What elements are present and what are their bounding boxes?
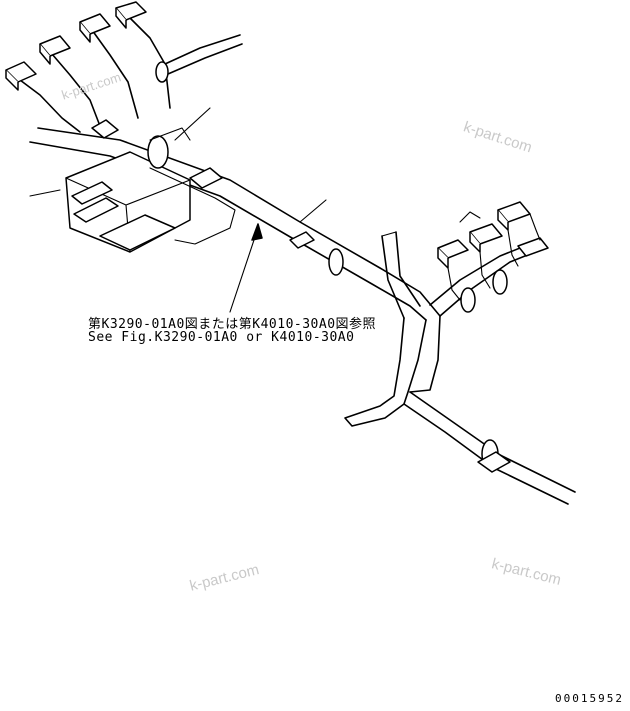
right-connectors: [437, 201, 549, 301]
part-number: 00015952: [555, 692, 624, 705]
callout-japanese: 第K3290-01A0図または第K4010-30A0図参照: [88, 317, 377, 332]
harness-clamps: [91, 61, 511, 473]
harness-lower-branch: [344, 315, 576, 505]
callout-english: See Fig.K3290-01A0 or K4010-30A0: [88, 330, 355, 345]
harness-left-leads: [19, 15, 243, 133]
leader-lines: [174, 107, 263, 313]
left-connectors: [5, 1, 147, 91]
controller-unit: [29, 151, 236, 253]
